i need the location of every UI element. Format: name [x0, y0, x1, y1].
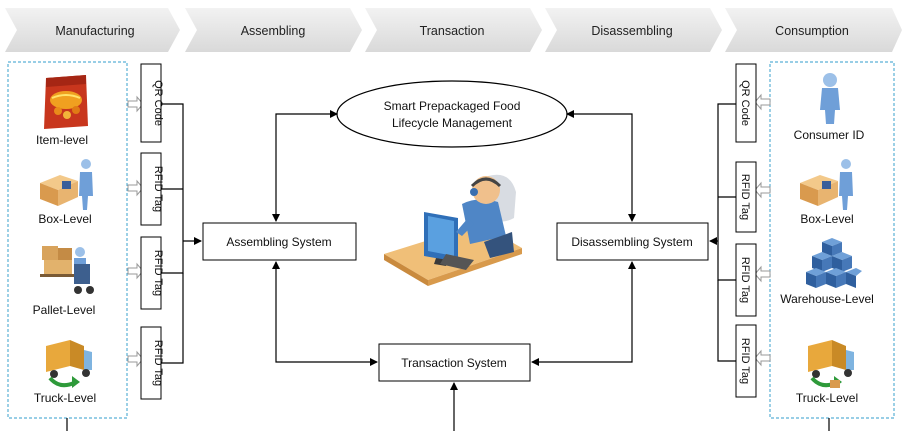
assembling-system-label: Assembling System	[226, 235, 331, 249]
ellipse-to-disassembling	[566, 110, 636, 222]
disassembling-system-label: Disassembling System	[571, 235, 692, 249]
right-tag-label-4: RFID Tag	[739, 338, 751, 384]
right-connector-1	[717, 103, 736, 241]
disassembling-system-box	[556, 222, 709, 261]
right-arrow-2	[754, 181, 771, 199]
stage-chevron-transaction	[365, 8, 542, 52]
left-hollow-arrows	[127, 95, 144, 368]
stage-label-disassembling: Disassembling	[591, 24, 672, 38]
right-tag-label-1: QR Code	[739, 80, 751, 126]
stage-chevron-assembling	[185, 8, 362, 52]
right-arrow-1	[754, 93, 771, 111]
transaction-system-label: Transaction System	[401, 356, 507, 370]
left-connectors	[161, 103, 202, 364]
stage-label-transaction: Transaction	[420, 24, 485, 38]
stage-bar: Manufacturing Assembling Transaction Dis…	[5, 8, 902, 52]
left-item-label-truck: Truck-Level	[34, 391, 96, 405]
transaction-system-box	[378, 343, 531, 382]
lifecycle-title-line1: Smart Prepackaged Food	[384, 99, 521, 113]
disassembling-to-transaction	[531, 261, 636, 366]
stage-chevron-disassembling	[545, 8, 722, 52]
person-icon	[820, 73, 840, 124]
right-tag-box-1	[735, 63, 757, 143]
left-tag-box-1	[140, 63, 162, 143]
left-arrow-3	[127, 262, 144, 280]
right-panel	[769, 61, 895, 419]
right-item-label-box: Box-Level	[800, 212, 853, 226]
left-tag-label-2: RFID Tag	[152, 166, 164, 212]
left-connector-4	[161, 273, 184, 364]
left-arrow-4	[127, 350, 144, 368]
stage-label-manufacturing: Manufacturing	[55, 24, 134, 38]
left-connector-1	[161, 103, 184, 241]
box-worker-icon-right	[800, 159, 853, 210]
left-tag-boxes	[140, 63, 162, 400]
stage-label-consumption: Consumption	[775, 24, 849, 38]
left-tag-label-3: RFID Tag	[152, 250, 164, 296]
pallet-forklift-icon	[40, 246, 94, 294]
left-item-label-box: Box-Level	[38, 212, 91, 226]
right-connectors	[709, 103, 736, 362]
lifecycle-title-line2: Lifecycle Management	[392, 116, 513, 130]
center-connectors	[272, 110, 636, 431]
right-item-label-warehouse: Warehouse-Level	[780, 292, 874, 306]
left-item-label-item: Item-level	[36, 133, 88, 147]
right-connector-3	[717, 241, 736, 281]
assembling-to-transaction	[272, 261, 378, 366]
stage-chevron-manufacturing	[5, 8, 180, 52]
box-worker-icon-left	[40, 159, 93, 210]
truck-icon-right	[808, 340, 854, 388]
left-tag-label-4: RFID Tag	[152, 340, 164, 386]
stage-label-assembling: Assembling	[241, 24, 306, 38]
boxes-stack-icon	[806, 238, 862, 288]
left-arrow-2	[127, 179, 144, 197]
assembling-system-box	[202, 222, 357, 261]
stage-chevron-consumption	[725, 8, 902, 52]
right-connector-4	[717, 280, 736, 362]
left-tag-label-1: QR Code	[152, 80, 164, 126]
truck-icon-left	[46, 340, 92, 388]
operator-computer-icon	[384, 174, 522, 286]
right-arrow-3	[754, 265, 771, 283]
left-panel	[7, 61, 128, 419]
right-hollow-arrows	[754, 93, 771, 367]
left-arrow-1	[127, 95, 144, 113]
lifecycle-ellipse	[336, 80, 568, 148]
right-item-label-truck: Truck-Level	[796, 391, 858, 405]
right-arrow-4	[754, 349, 771, 367]
ellipse-to-assembling	[272, 110, 338, 222]
right-tag-label-2: RFID Tag	[739, 174, 751, 220]
snack-package-icon	[44, 75, 88, 129]
right-item-label-consumer: Consumer ID	[794, 128, 865, 142]
right-tag-label-3: RFID Tag	[739, 257, 751, 303]
left-item-label-pallet: Pallet-Level	[33, 303, 96, 317]
